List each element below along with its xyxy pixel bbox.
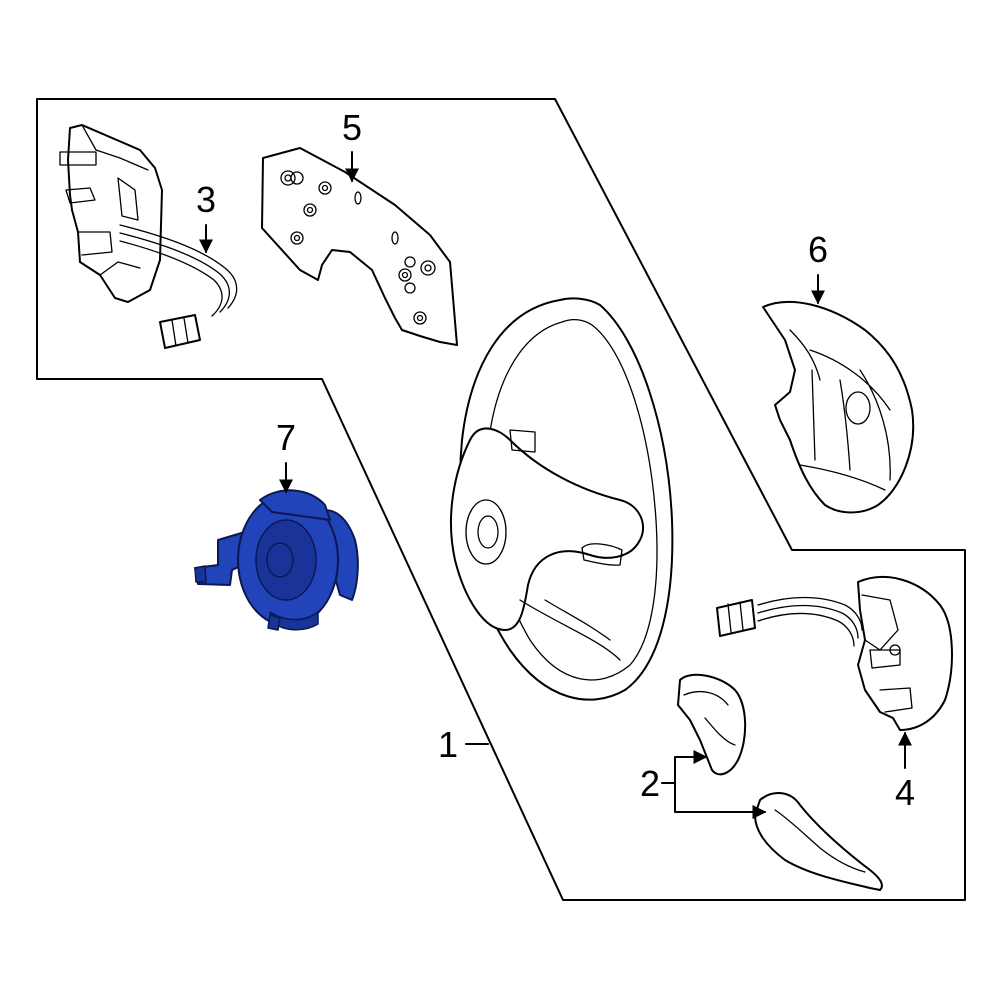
callout-4: 4 — [895, 772, 915, 813]
callout-2: 2 — [640, 763, 660, 804]
callout-5: 5 — [342, 107, 362, 148]
assembly-outline — [36, 98, 966, 901]
trim-pieces[interactable] — [677, 673, 883, 891]
callout-6: 6 — [808, 229, 828, 270]
steering-wheel[interactable] — [450, 297, 674, 701]
switch-assembly-left[interactable] — [59, 124, 238, 349]
callout-3: 3 — [196, 179, 216, 220]
leader-2-upper — [661, 750, 708, 784]
leader-2-lower — [674, 782, 767, 819]
callout-1: 1 — [438, 724, 458, 765]
steering-cover[interactable] — [762, 300, 915, 514]
callout-7: 7 — [276, 417, 296, 458]
switch-assembly-right[interactable] — [716, 575, 953, 731]
clock-spring[interactable] — [194, 489, 359, 631]
mounting-plate[interactable] — [261, 147, 458, 346]
